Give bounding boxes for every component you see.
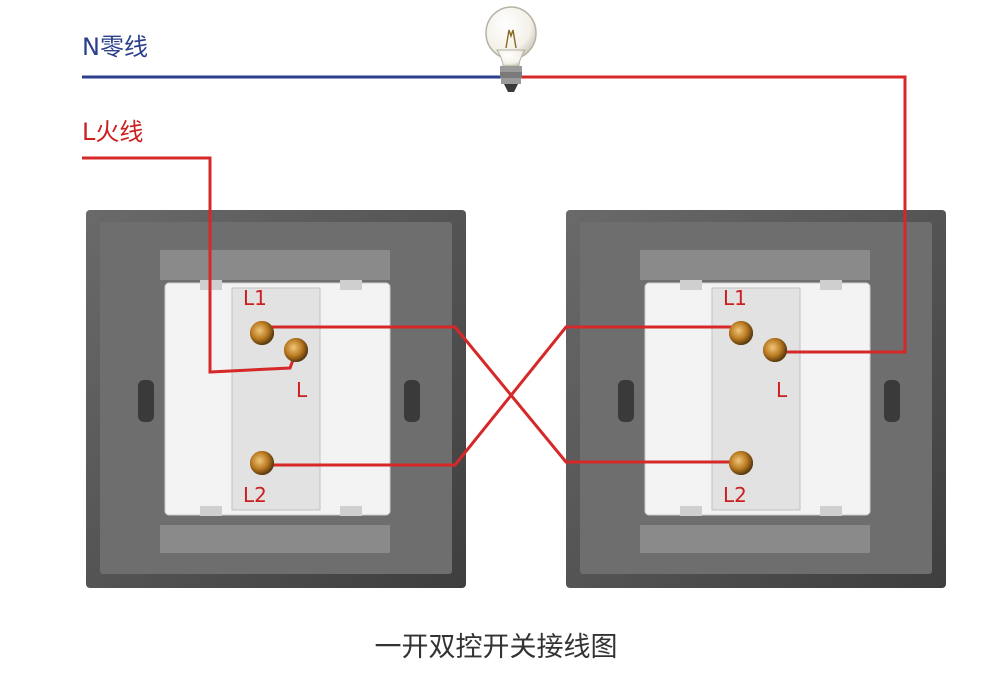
left-label-l2: L2 [243, 483, 267, 507]
left-switch-top-rail [160, 250, 390, 280]
right-label-l1: L1 [723, 286, 747, 310]
right-switch-slot-left [618, 380, 634, 422]
live-wire-to-left-switch [82, 156, 298, 374]
right-switch-top-rail [640, 250, 870, 280]
left-switch-clip [340, 506, 362, 516]
left-label-l: L [296, 378, 308, 402]
right-switch-clip [680, 506, 702, 516]
light-bulb-icon [485, 6, 537, 92]
neutral-wire-label: N零线 [82, 33, 148, 61]
terminal-screw-icon [729, 451, 753, 475]
live-wire-bulb-to-right-switch [520, 75, 907, 354]
diagram-caption: 一开双控开关接线图 [374, 632, 618, 663]
terminal-screw-icon [250, 451, 274, 475]
left-switch-slot-right [404, 380, 420, 422]
left-switch-clip [340, 280, 362, 290]
terminal-screw-icon [284, 338, 308, 362]
right-switch-clip [680, 280, 702, 290]
left-switch: L1 L L2 [86, 210, 466, 588]
right-switch: L1 L L2 [566, 210, 946, 588]
live-wire-label: L火线 [82, 118, 143, 146]
terminal-screw-icon [763, 338, 787, 362]
left-switch-bottom-rail [160, 525, 390, 553]
right-label-l2: L2 [723, 483, 747, 507]
right-switch-clip [820, 280, 842, 290]
right-switch-clip [820, 506, 842, 516]
right-switch-terminal-block [711, 287, 801, 511]
terminal-screw-icon [729, 321, 753, 345]
traveler-wire-l2 [262, 325, 741, 467]
right-switch-slot-right [884, 380, 900, 422]
left-switch-slot-left [138, 380, 154, 422]
left-label-l1: L1 [243, 286, 267, 310]
terminal-screw-icon [250, 321, 274, 345]
left-switch-terminal-block [231, 287, 321, 511]
right-switch-bottom-rail [640, 525, 870, 553]
right-label-l: L [776, 378, 788, 402]
left-switch-clip [200, 506, 222, 516]
